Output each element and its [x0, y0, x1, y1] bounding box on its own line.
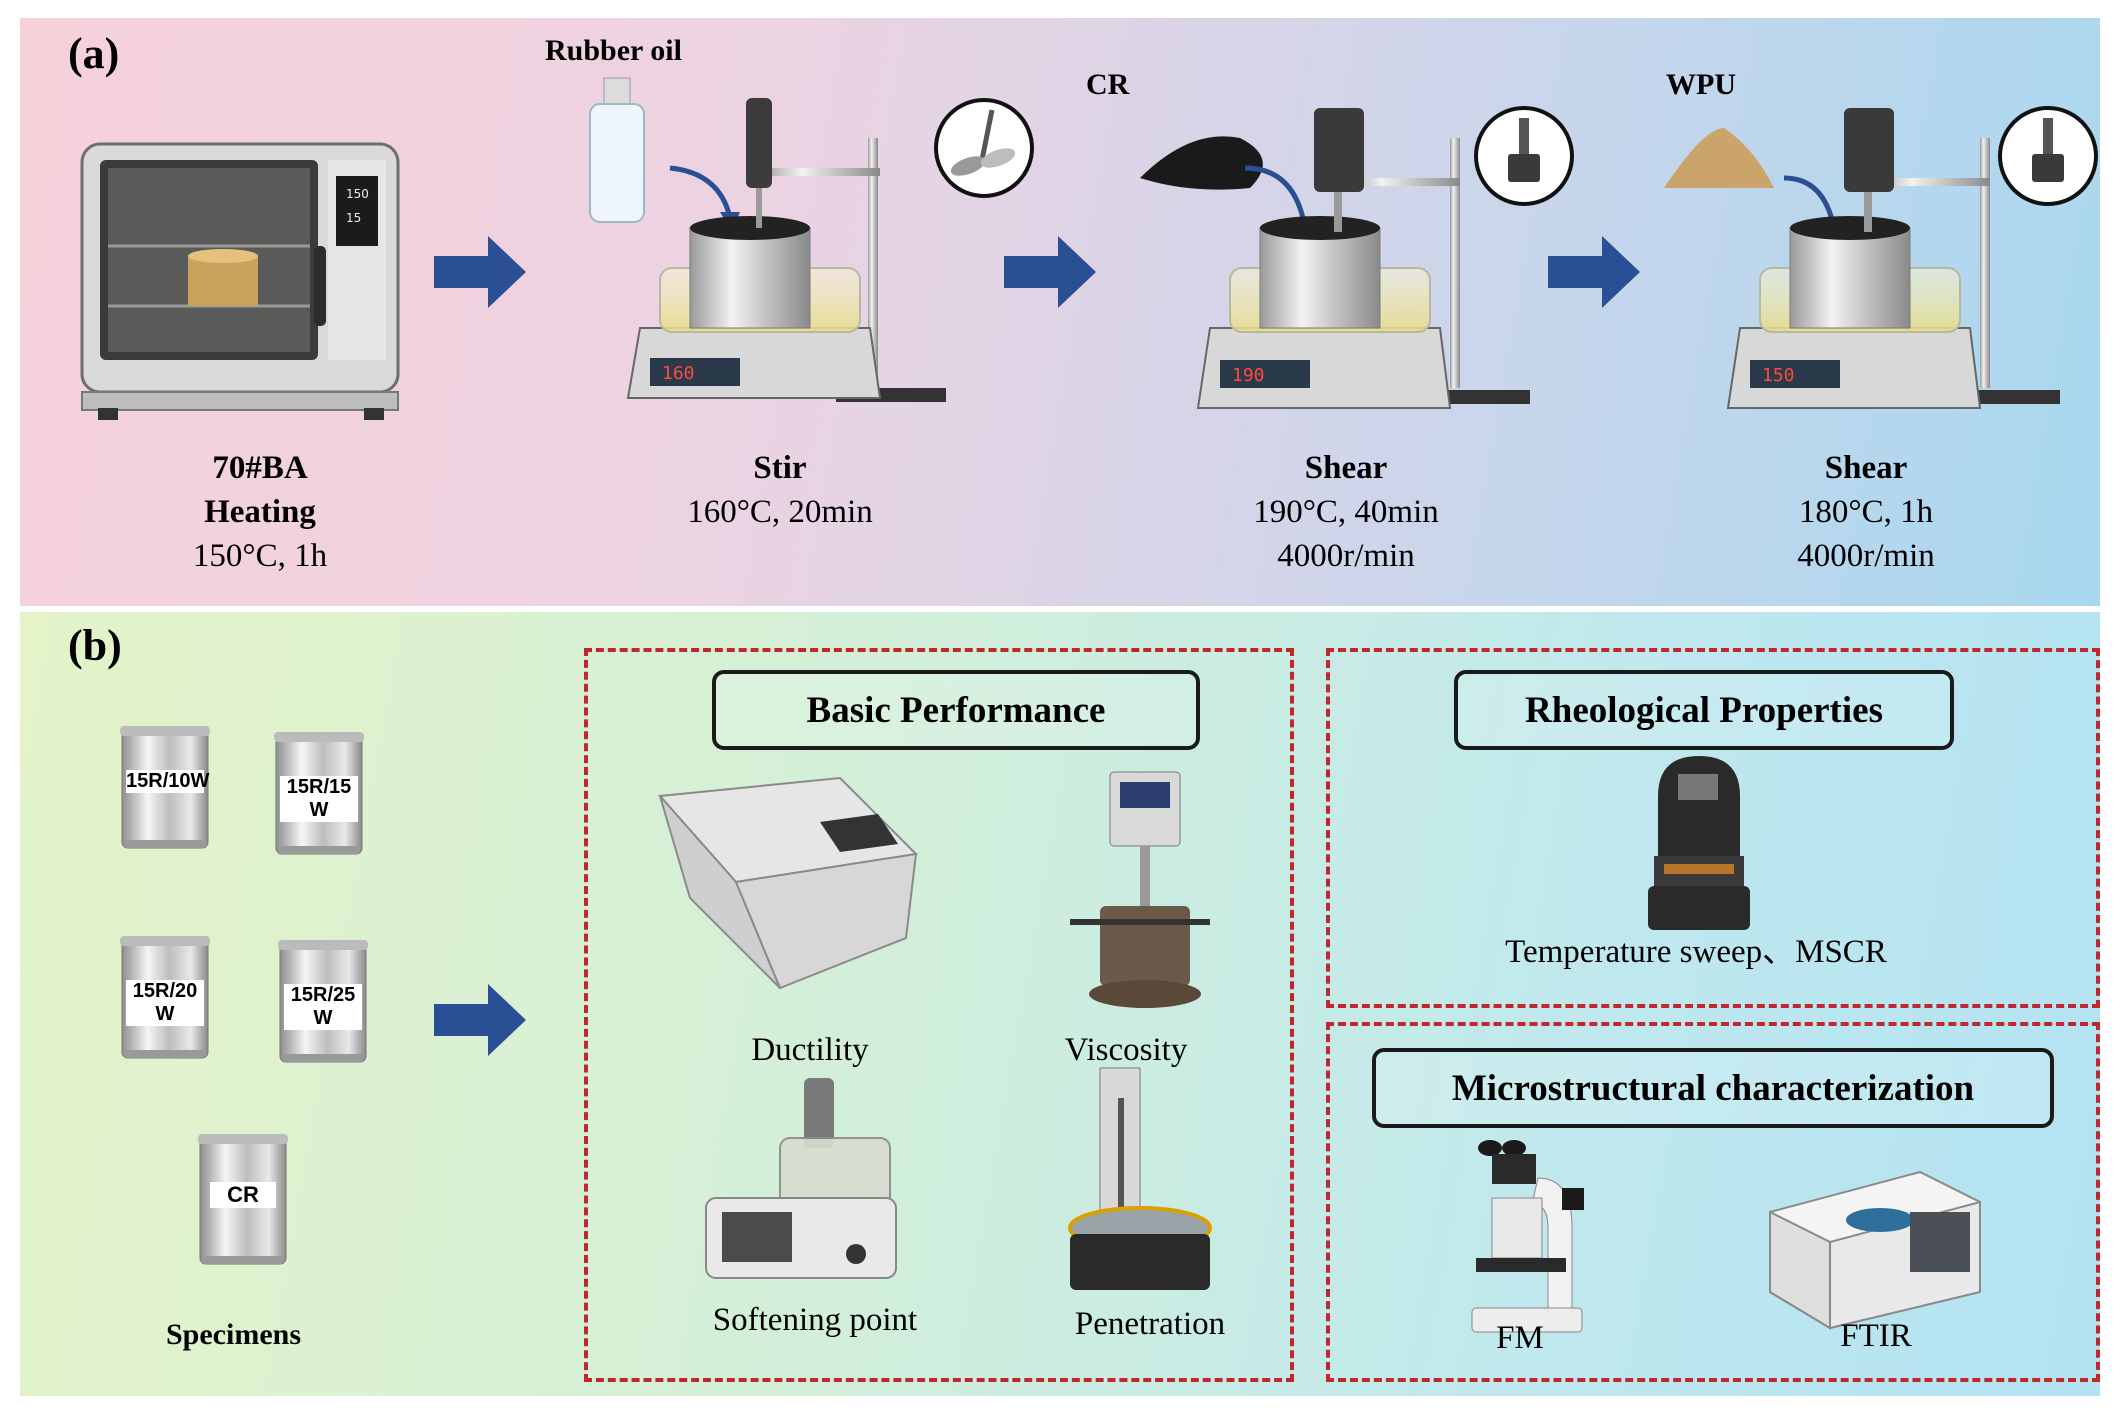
viscosity-instrument: [1070, 771, 1210, 1008]
arrow-right-2: [1004, 236, 1096, 308]
ductility-instrument: [657, 776, 919, 990]
penetration-label: Penetration: [1074, 1306, 1226, 1342]
step-stir-text: Stir 160°C, 20min: [640, 446, 920, 534]
step-shear1-condition: 190°C, 40min: [1253, 494, 1439, 530]
fm-label: FM: [1496, 1320, 1544, 1356]
penetration-instrument: [1068, 1067, 1212, 1290]
oven-image: 150 15: [80, 142, 400, 420]
stir-display: 160: [662, 363, 695, 384]
step-shear1-title: Shear: [1304, 450, 1388, 486]
panel-b: (b) 15R/10W 15R/15 W 15R/20 W 15R/25 W C…: [20, 612, 2100, 1396]
rheometer-instrument: [1648, 756, 1750, 930]
microscope-instrument: [1471, 1140, 1584, 1333]
step-stir-title: Stir: [753, 450, 807, 486]
cr-label: CR: [1086, 68, 1130, 101]
ftir-label: FTIR: [1840, 1318, 1912, 1354]
panel-a-label: (a): [68, 29, 120, 78]
microstructural-title: Microstructural characterization: [1372, 1048, 2054, 1128]
step-heating-condition: 150°C, 1h: [192, 538, 328, 574]
specimen-label-4: 15R/25 W: [284, 984, 362, 1030]
propeller-icon: [934, 98, 1034, 198]
shear2-display: 150: [1762, 365, 1795, 386]
oven-display-bottom: 15: [346, 211, 361, 225]
ductility-label: Ductility: [751, 1032, 869, 1068]
specimen-can-2: 15R/15 W: [272, 730, 366, 860]
specimens-label: Specimens: [166, 1318, 301, 1351]
step-shear2-text: Shear 180°C, 1h 4000r/min: [1726, 446, 2006, 578]
arrow-right-b: [434, 984, 526, 1056]
shear-head-icon-2: [1998, 106, 2098, 206]
shear1-display: 190: [1232, 365, 1265, 386]
step-heating-subtitle: Heating: [204, 494, 316, 530]
specimen-label-1: 15R/10W: [126, 770, 210, 793]
shear-apparatus-1: 190: [1140, 108, 1530, 409]
step-shear2-title: Shear: [1824, 450, 1908, 486]
oven-display-top: 150: [346, 187, 369, 201]
panel-b-label: (b): [68, 621, 122, 670]
softening-point-label: Softening point: [712, 1302, 918, 1338]
arrow-right-1: [434, 236, 526, 308]
basic-performance-box: [584, 648, 1294, 1382]
panel-a: (a) 150 15 Rubber oil 16: [20, 18, 2100, 606]
step-shear2-condition: 180°C, 1h: [1798, 494, 1934, 530]
step-shear2-speed: 4000r/min: [1797, 538, 1935, 574]
step-shear1-speed: 4000r/min: [1277, 538, 1415, 574]
microstructural-box: [1326, 1022, 2100, 1382]
stirrer-apparatus: 160: [589, 77, 946, 402]
specimen-can-1: 15R/10W: [118, 724, 212, 854]
step-shear1-text: Shear 190°C, 40min 4000r/min: [1206, 446, 1486, 578]
arrow-right-3: [1548, 236, 1640, 308]
rheological-properties-box: [1326, 648, 2100, 1008]
specimen-can-4: 15R/25 W: [276, 938, 370, 1068]
step-heating-title: 70#BA: [212, 450, 308, 486]
softening-point-instrument: [705, 1078, 897, 1279]
basic-performance-title: Basic Performance: [712, 670, 1200, 750]
rubber-oil-label: Rubber oil: [545, 34, 682, 67]
shear-head-icon-1: [1474, 106, 1574, 206]
step-heating-text: 70#BA Heating 150°C, 1h: [130, 446, 390, 578]
viscosity-label: Viscosity: [1064, 1032, 1188, 1068]
step-stir-condition: 160°C, 20min: [687, 494, 873, 530]
wpu-label: WPU: [1666, 68, 1736, 101]
specimen-can-3: 15R/20 W: [118, 934, 212, 1064]
rheological-caption: Temperature sweep、MSCR: [1505, 934, 1887, 970]
specimen-can-5: CR: [196, 1132, 290, 1270]
shear-apparatus-2: 150: [1664, 108, 2060, 409]
specimen-label-5: CR: [210, 1182, 276, 1208]
ftir-instrument: [1769, 1170, 1981, 1330]
rheological-properties-title: Rheological Properties: [1454, 670, 1954, 750]
specimen-label-3: 15R/20 W: [126, 980, 204, 1026]
specimen-label-2: 15R/15 W: [280, 776, 358, 822]
